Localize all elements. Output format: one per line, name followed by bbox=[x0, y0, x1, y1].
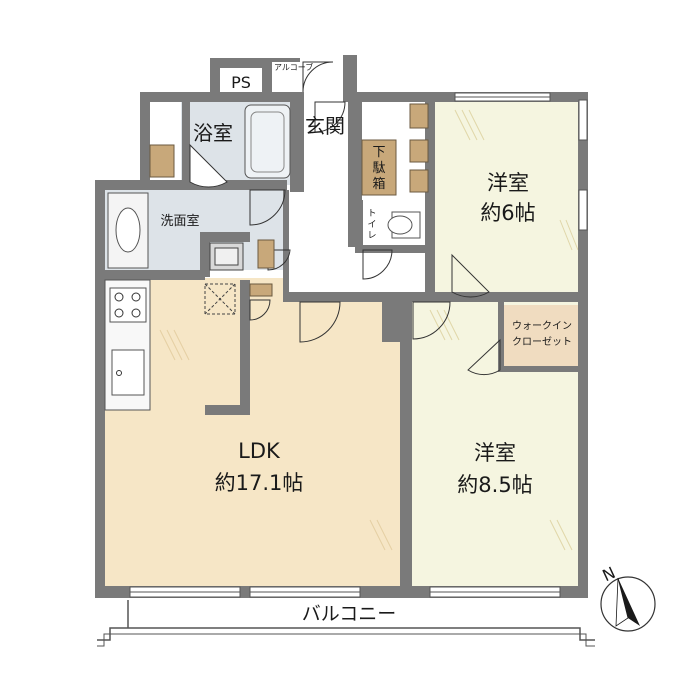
entrance-label: 玄関 bbox=[305, 114, 345, 138]
closet-label-2: クローゼット bbox=[512, 336, 572, 348]
windows bbox=[129, 92, 588, 598]
ldk-hatching bbox=[159, 329, 393, 551]
storage-cabinets bbox=[149, 103, 429, 297]
stove-burners bbox=[114, 292, 141, 318]
closet-label-1: ウォークイン bbox=[512, 320, 572, 332]
bathtub-inner bbox=[250, 111, 285, 173]
ldk-size: 約17.1帖 bbox=[215, 471, 304, 495]
kitchen-sink bbox=[111, 349, 145, 396]
bathtub bbox=[244, 104, 291, 179]
bedroom-hatching bbox=[429, 109, 579, 551]
washroom-label: 洗面室 bbox=[160, 213, 199, 229]
alcove-label: アルコーブ bbox=[274, 62, 313, 72]
bath-label: 浴室 bbox=[193, 121, 233, 145]
balcony-label: バルコニー bbox=[302, 603, 397, 625]
toilet-bowl bbox=[387, 215, 413, 235]
stove bbox=[109, 287, 147, 323]
ps-label: PS bbox=[231, 73, 251, 92]
toilet-label-3: レ bbox=[367, 231, 376, 241]
bedroom1-floor bbox=[432, 100, 579, 297]
toilet-label-2: イ bbox=[367, 220, 376, 230]
bedroom2-name: 洋室 bbox=[474, 441, 516, 465]
bedroom1-name: 洋室 bbox=[487, 171, 529, 195]
toilet-label-1: ト bbox=[367, 209, 376, 219]
balcony-outline-inner bbox=[97, 633, 595, 647]
doors bbox=[189, 61, 501, 376]
shoe-box bbox=[361, 139, 397, 196]
ldk-name: LDK bbox=[238, 439, 281, 463]
shoe-box-label-3: 箱 bbox=[372, 176, 385, 192]
compass-arrow-half bbox=[615, 577, 629, 627]
ldk-floor bbox=[105, 278, 405, 586]
closet-floor bbox=[500, 305, 579, 370]
fridge-space bbox=[204, 283, 236, 315]
shoe-box-label-1: 下 bbox=[372, 145, 385, 160]
washbasin bbox=[115, 207, 141, 253]
sink-drain bbox=[116, 370, 122, 376]
washing-machine-lid bbox=[214, 247, 239, 266]
bedroom1-size: 約6帖 bbox=[480, 201, 535, 225]
bedroom2-size: 約8.5帖 bbox=[457, 473, 532, 497]
compass: N bbox=[599, 563, 656, 632]
shoe-box-label-2: 駄 bbox=[372, 161, 385, 176]
